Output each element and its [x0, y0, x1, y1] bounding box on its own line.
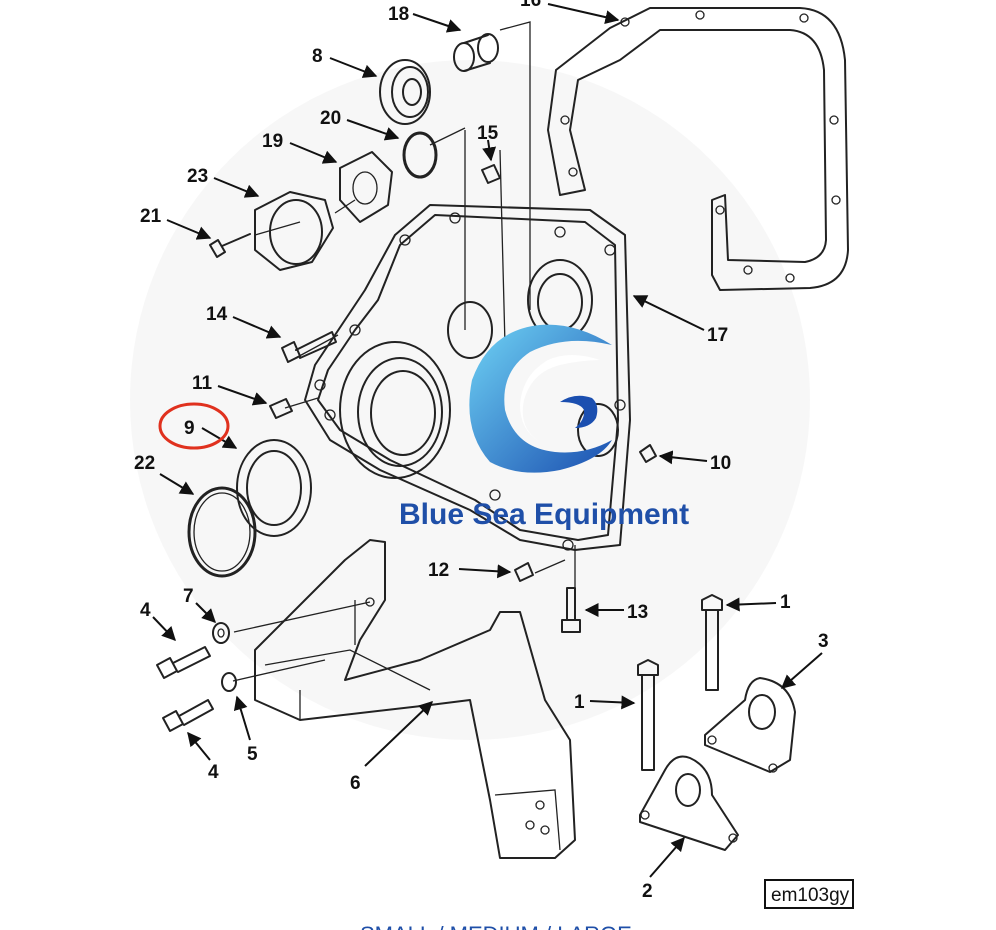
seal-8	[379, 59, 431, 125]
dowel-11	[269, 398, 293, 419]
blue-wave-logo	[469, 324, 612, 473]
callout-19: 19	[262, 131, 283, 152]
gasket-19	[339, 151, 393, 223]
callout-7: 7	[183, 586, 194, 607]
capscrew-13	[561, 587, 581, 633]
plug-10	[639, 444, 657, 463]
capscrew-4-upper	[156, 646, 211, 679]
callout-15: 15	[477, 123, 499, 144]
callout-10: 10	[710, 453, 731, 474]
callout-1-right: 1	[780, 592, 791, 613]
callout-3: 3	[818, 631, 829, 652]
capscrew-4-lower	[162, 699, 214, 732]
callout-23: 23	[187, 166, 208, 187]
cover-23	[254, 191, 334, 271]
callout-17: 17	[707, 325, 728, 346]
callout-18: 18	[388, 4, 409, 25]
highlight-circle	[158, 402, 230, 450]
assembly-lines	[232, 21, 576, 682]
callout-13: 13	[627, 602, 648, 623]
callout-4-upper: 4	[140, 600, 151, 621]
gasket-16	[547, 7, 849, 291]
callout-12: 12	[428, 560, 449, 581]
dowel-15	[481, 164, 501, 184]
callout-22: 22	[134, 453, 155, 474]
callout-16: 16	[520, 0, 541, 11]
callout-20: 20	[320, 108, 341, 129]
callout-1-left: 1	[574, 692, 585, 713]
dowel-12	[514, 562, 534, 582]
callout-21: 21	[140, 206, 162, 227]
bracket-3	[704, 677, 796, 773]
callout-8: 8	[312, 46, 323, 67]
callout-4-lower: 4	[208, 762, 219, 783]
callout-2: 2	[642, 881, 653, 902]
callout-6: 6	[350, 773, 361, 794]
callout-labels: 18 16 8 20 15 19 23 21 14 17 11 9 10 22 …	[134, 0, 829, 902]
support-6	[254, 539, 576, 859]
leader-lines	[152, 3, 823, 878]
seal-9	[236, 439, 312, 537]
bracket-2	[639, 755, 739, 851]
lockwasher-5	[221, 672, 237, 692]
callout-5: 5	[247, 744, 258, 765]
figure-code: em103gy	[771, 885, 850, 906]
callout-11: 11	[192, 373, 213, 394]
bushing-18	[453, 33, 499, 72]
screw-21	[209, 233, 251, 258]
callout-14: 14	[206, 304, 228, 325]
washer-7	[212, 622, 230, 644]
footer-cutoff-text: SMALL / MEDIUM / LARGE	[360, 922, 632, 930]
capscrew-1-right	[701, 594, 723, 691]
callout-9: 9	[184, 418, 195, 439]
o-ring-22	[187, 486, 257, 578]
capscrew-1-left	[637, 659, 659, 771]
figure-code-box: em103gy	[764, 879, 854, 909]
o-ring-20	[402, 131, 438, 179]
brand-text: Blue Sea Equipment	[399, 498, 689, 531]
